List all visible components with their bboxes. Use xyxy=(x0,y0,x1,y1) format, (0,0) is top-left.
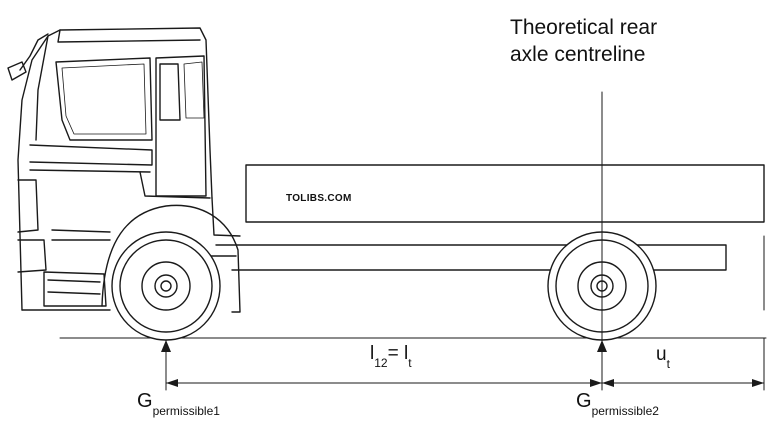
overhang-label: ut xyxy=(656,344,670,371)
rear-load-label: Gpermissible2 xyxy=(576,390,659,418)
front-load-label: Gpermissible1 xyxy=(137,390,220,418)
wheelbase-subscript-12: 12 xyxy=(374,356,388,370)
chassis-frame xyxy=(209,244,727,271)
rear-axle-title: Theoretical rear axle centreline xyxy=(510,14,657,68)
overhang-arrow-right xyxy=(752,379,764,387)
wheelbase-symbol: l xyxy=(370,343,375,364)
title-line-1: Theoretical rear xyxy=(510,16,658,39)
overhang-symbol: u xyxy=(656,344,667,365)
front-load-arrow xyxy=(161,340,171,352)
wheelbase-label: l12= lt xyxy=(370,343,412,370)
wheelbase-arrow-left xyxy=(166,379,178,387)
cargo-box xyxy=(245,164,765,223)
overhang-arrow-left xyxy=(602,379,614,387)
rear-load-subscript: permissible2 xyxy=(591,404,659,418)
wheelbase-subscript-t: t xyxy=(408,356,412,370)
front-load-subscript: permissible1 xyxy=(152,404,220,418)
watermark-text: TOLIBS.COM xyxy=(286,193,352,204)
truck-cab xyxy=(7,27,213,311)
front-load-symbol: G xyxy=(137,390,153,412)
wheelbase-equals: = l xyxy=(387,343,409,364)
rear-load-symbol: G xyxy=(576,390,592,412)
rear-frame-end xyxy=(717,235,767,339)
front-wheel xyxy=(111,231,221,341)
wheelbase-arrow-right xyxy=(590,379,602,387)
overhang-subscript: t xyxy=(666,357,670,371)
rear-load-arrow xyxy=(597,340,607,352)
title-line-2: axle centreline xyxy=(510,43,646,66)
